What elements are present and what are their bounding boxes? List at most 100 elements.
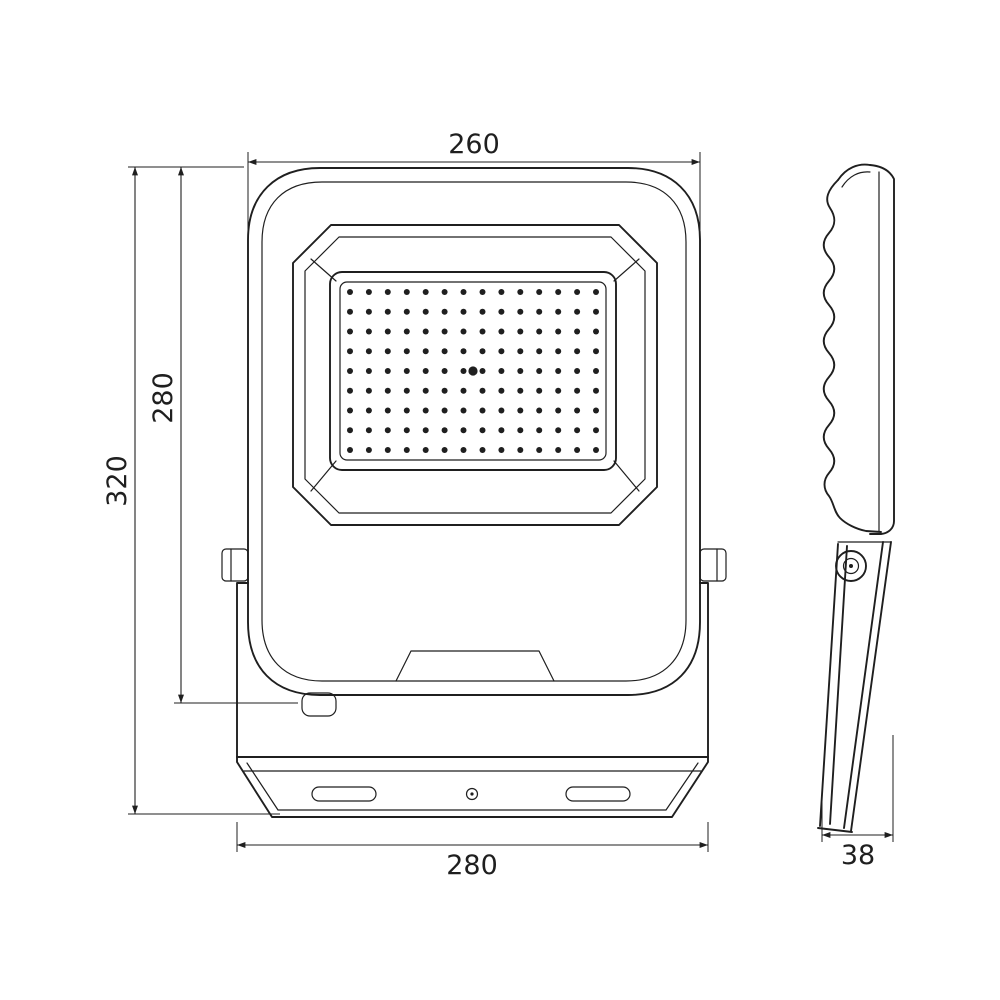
led-dot	[479, 387, 486, 394]
led-panel-inner	[339, 281, 607, 461]
led-dot	[347, 328, 353, 335]
led-dot	[347, 348, 353, 355]
led-dot	[384, 348, 391, 355]
led-dot	[422, 427, 429, 434]
led-dot	[517, 289, 524, 295]
led-dot	[498, 387, 505, 394]
side-pivot-inner-circle	[842, 557, 860, 575]
front-view	[221, 167, 727, 818]
led-dot	[403, 328, 410, 335]
led-dot	[517, 407, 524, 414]
led-dot	[422, 368, 429, 374]
led-dot	[422, 308, 429, 315]
led-dot	[460, 447, 467, 453]
led-dot	[441, 308, 448, 315]
dimension-top-width: 260	[247, 129, 701, 230]
led-dot	[460, 407, 467, 414]
led-dot	[536, 447, 543, 453]
led-dot	[403, 348, 410, 355]
led-dot	[347, 289, 353, 295]
led-dot	[574, 407, 581, 414]
base-center-hole-dot	[470, 792, 474, 796]
led-dot	[347, 407, 353, 414]
led-dot	[403, 427, 410, 434]
led-dot	[365, 308, 372, 315]
dimension-label-top-width: 260	[448, 129, 500, 160]
led-dot	[347, 447, 353, 453]
led-dot	[593, 387, 599, 394]
led-dot	[460, 427, 467, 434]
led-dot	[479, 368, 486, 374]
led-dot	[498, 407, 505, 414]
led-dot	[347, 387, 353, 394]
led-dot	[441, 368, 448, 374]
led-dot	[555, 368, 562, 374]
led-dot	[441, 289, 448, 295]
led-panel	[329, 271, 617, 471]
led-dot	[498, 368, 505, 374]
led-dot	[441, 447, 448, 453]
led-dot	[403, 308, 410, 315]
led-dot	[555, 407, 562, 414]
led-dot	[498, 447, 505, 453]
led-dot	[365, 407, 372, 414]
led-dot	[384, 368, 391, 374]
led-dot	[574, 308, 581, 315]
led-dot	[460, 368, 467, 374]
led-dot	[422, 407, 429, 414]
led-dot	[479, 289, 486, 295]
led-dot	[422, 447, 429, 453]
led-dot	[365, 427, 372, 434]
bezel-inner-frame	[304, 236, 646, 514]
led-dot	[422, 328, 429, 335]
led-dot	[422, 348, 429, 355]
led-dot	[479, 407, 486, 414]
led-dot	[403, 407, 410, 414]
led-dot	[365, 348, 372, 355]
led-dot	[460, 328, 467, 335]
led-dot	[517, 387, 524, 394]
led-dot	[574, 447, 581, 453]
led-dot	[593, 368, 599, 374]
side-view	[817, 163, 895, 833]
led-dot	[517, 308, 524, 315]
led-dot	[555, 387, 562, 394]
led-dot	[555, 427, 562, 434]
led-dot	[498, 308, 505, 315]
led-dot	[498, 348, 505, 355]
led-dot	[593, 289, 599, 295]
led-dot	[574, 427, 581, 434]
led-dot	[593, 447, 599, 453]
led-dot	[384, 308, 391, 315]
led-dot	[517, 427, 524, 434]
housing-outer-outline	[247, 167, 701, 696]
dimension-overall-height: 320	[102, 166, 280, 815]
pivot-knob-right	[699, 548, 727, 582]
led-dot	[498, 328, 505, 335]
led-dot	[536, 387, 543, 394]
led-dot	[384, 407, 391, 414]
led-panel-frame	[329, 271, 617, 471]
pivot-knob-right-body	[699, 548, 727, 582]
bracket-base-outline	[236, 756, 709, 818]
housing-bottom-notch	[395, 650, 555, 682]
side-heatsink-fins	[822, 179, 882, 533]
led-dot	[555, 348, 562, 355]
led-dot	[347, 427, 353, 434]
side-pivot-center-dot	[849, 564, 853, 568]
led-dot	[403, 387, 410, 394]
bracket-arms	[236, 582, 709, 758]
led-dot	[593, 308, 599, 315]
led-dot	[574, 348, 581, 355]
led-dot	[365, 387, 372, 394]
bezel-corner-diagonals	[310, 258, 640, 492]
led-dot	[536, 348, 543, 355]
mounting-bracket	[236, 582, 709, 818]
led-dot	[441, 328, 448, 335]
dimension-label-overall-height: 320	[102, 455, 133, 507]
bracket-base-inner-bevel	[246, 762, 699, 811]
led-dot	[574, 387, 581, 394]
led-dot	[347, 368, 353, 374]
